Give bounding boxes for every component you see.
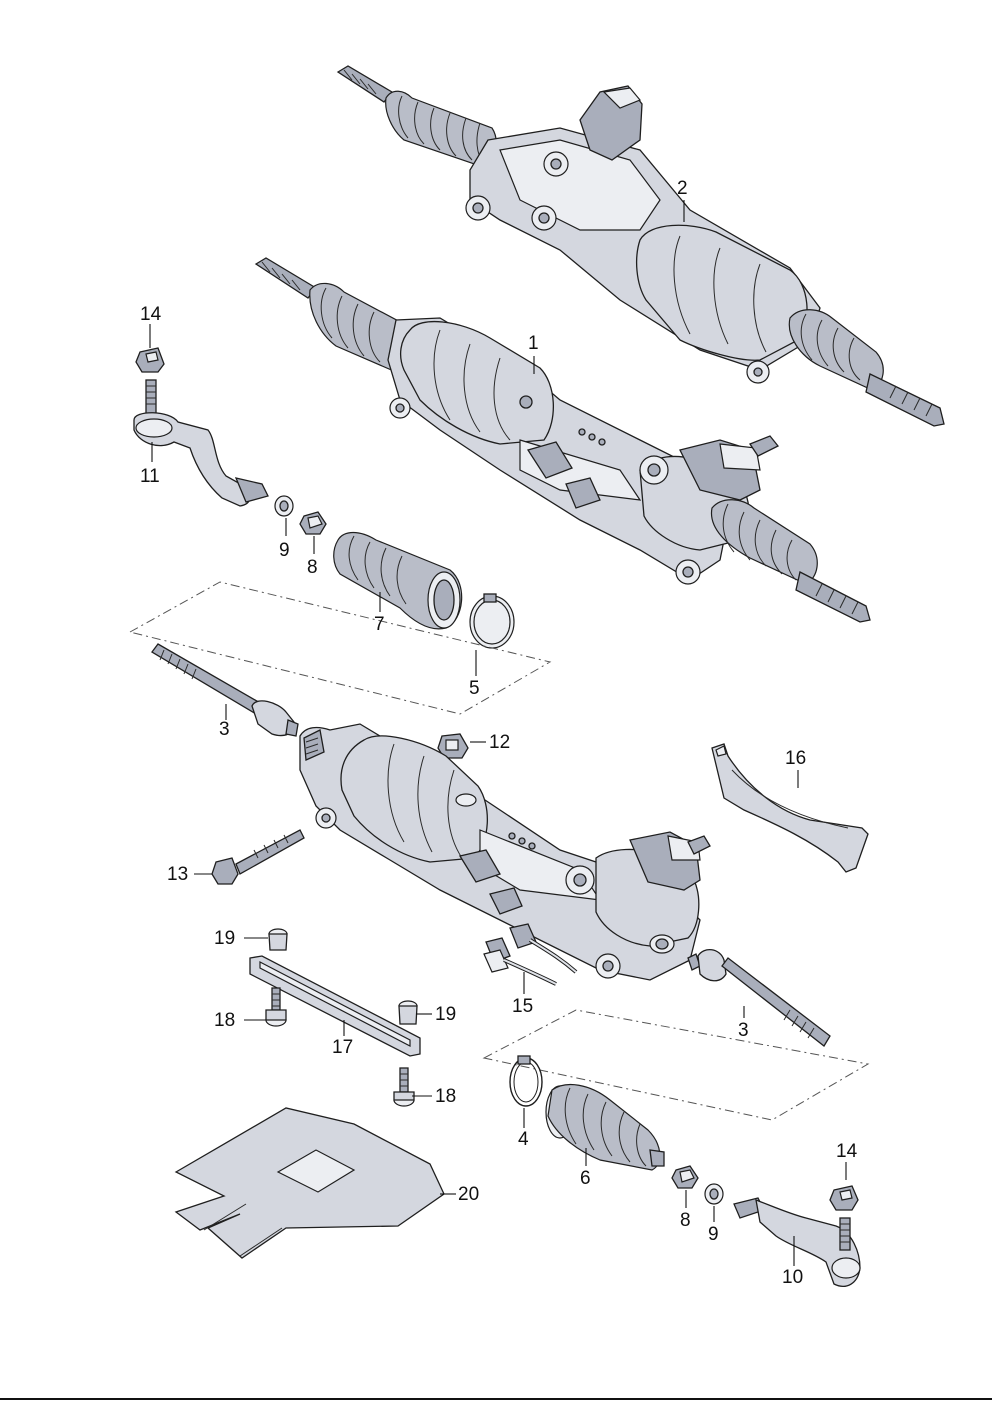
callout-4: 4 (518, 1129, 529, 1150)
callout-12: 12 (489, 732, 511, 753)
leader-lines (149, 200, 847, 1266)
inner-tie-rod-part-3-lower (687, 949, 831, 1047)
clamp-part-4 (509, 1055, 543, 1107)
callout-10: 10 (782, 1267, 804, 1288)
tie-rod-end-part-11 (133, 347, 269, 507)
steering-rack-part-1 (254, 257, 871, 623)
tie-rod-end-part-10 (733, 1185, 861, 1287)
callout-1: 1 (528, 333, 539, 354)
callout-3-upper: 3 (219, 719, 230, 740)
wiring-harness-part-15 (483, 923, 578, 986)
callout-18-upper: 18 (214, 1010, 236, 1031)
callout-9-lower: 9 (708, 1224, 719, 1245)
callout-13: 13 (167, 864, 189, 885)
callout-9-upper: 9 (279, 540, 290, 561)
callout-8-lower: 8 (680, 1210, 691, 1231)
footer-rule (0, 1398, 992, 1400)
callout-5: 5 (469, 678, 480, 699)
steering-rack-lower (299, 723, 711, 981)
boot-part-7 (333, 531, 463, 630)
boot-kit-boundary-lower (482, 1009, 870, 1121)
boot-kit-boundary-upper (128, 581, 552, 715)
boot-part-6 (545, 1083, 665, 1171)
callout-15: 15 (512, 996, 534, 1017)
steering-rack-part-2 (336, 65, 945, 427)
protective-sleeve-part-16 (711, 743, 869, 873)
callout-19-upper: 19 (214, 928, 236, 949)
callout-17: 17 (332, 1037, 354, 1058)
screw-part-18-upper (265, 987, 287, 1027)
cover-plate-part-20 (174, 1107, 445, 1259)
callout-14-upper: 14 (140, 304, 162, 325)
inner-tie-rod-part-3-upper (151, 643, 299, 737)
callout-16: 16 (785, 748, 807, 769)
nut-part-12 (437, 733, 469, 759)
callout-19-lower: 19 (435, 1004, 457, 1025)
washer-part-9-lower (704, 1183, 724, 1205)
callout-6: 6 (580, 1168, 591, 1189)
callout-11: 11 (140, 466, 160, 487)
mounting-bar-part-17 (249, 955, 421, 1057)
lock-plate-part-8 (299, 511, 327, 535)
lock-plate-part-8-lower (671, 1165, 699, 1189)
callout-2: 2 (677, 178, 688, 199)
callout-14-lower: 14 (836, 1141, 858, 1162)
callout-8-upper: 8 (307, 557, 318, 578)
clamp-part-5 (469, 593, 515, 649)
callout-7: 7 (374, 614, 385, 635)
screw-part-19-upper (268, 928, 288, 951)
screw-part-18-lower (393, 1067, 415, 1107)
callout-20: 20 (458, 1184, 480, 1205)
screw-part-19-lower (398, 1000, 418, 1025)
bolt-part-13 (211, 829, 305, 885)
callout-18-lower: 18 (435, 1086, 457, 1107)
washer-part-9 (274, 495, 294, 517)
callout-3-lower: 3 (738, 1020, 749, 1041)
